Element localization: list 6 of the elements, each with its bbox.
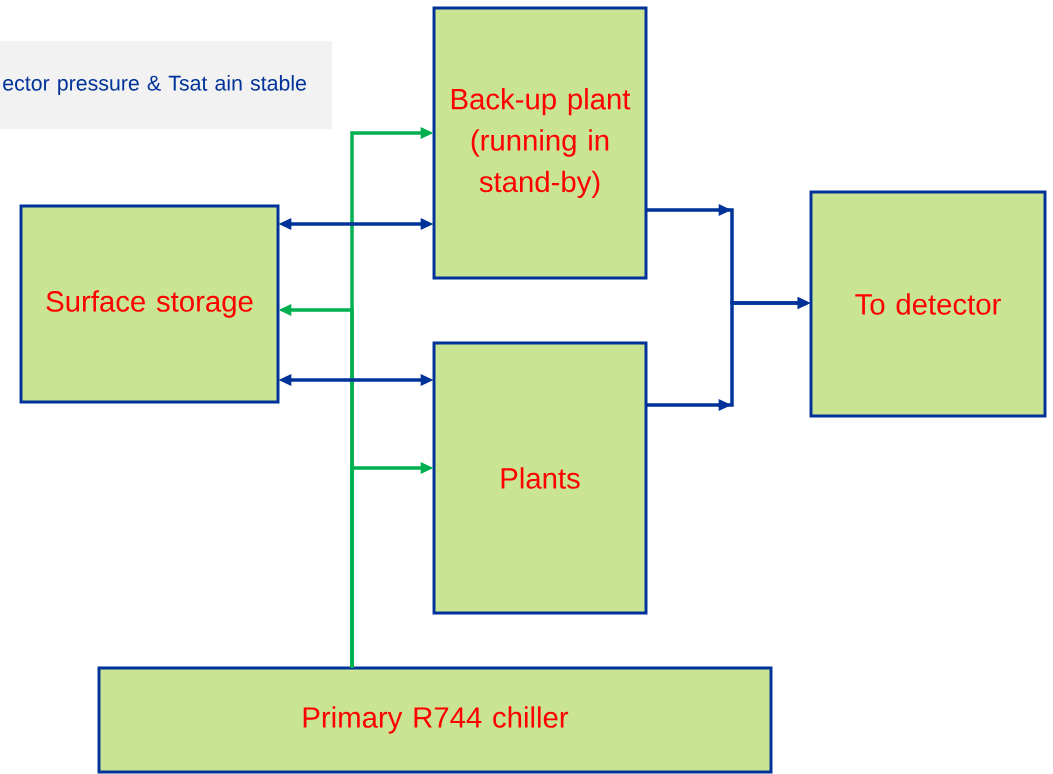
process-box: Surface storage: [19, 204, 280, 404]
process-box: Primary R744 chiller: [97, 666, 773, 774]
note-box: ector pressure & Tsat ain stable: [0, 41, 332, 129]
process-box: Plants: [432, 341, 648, 615]
process-box: To detector: [809, 190, 1047, 418]
process-box: Back-up plant (running in stand-by): [432, 6, 648, 280]
